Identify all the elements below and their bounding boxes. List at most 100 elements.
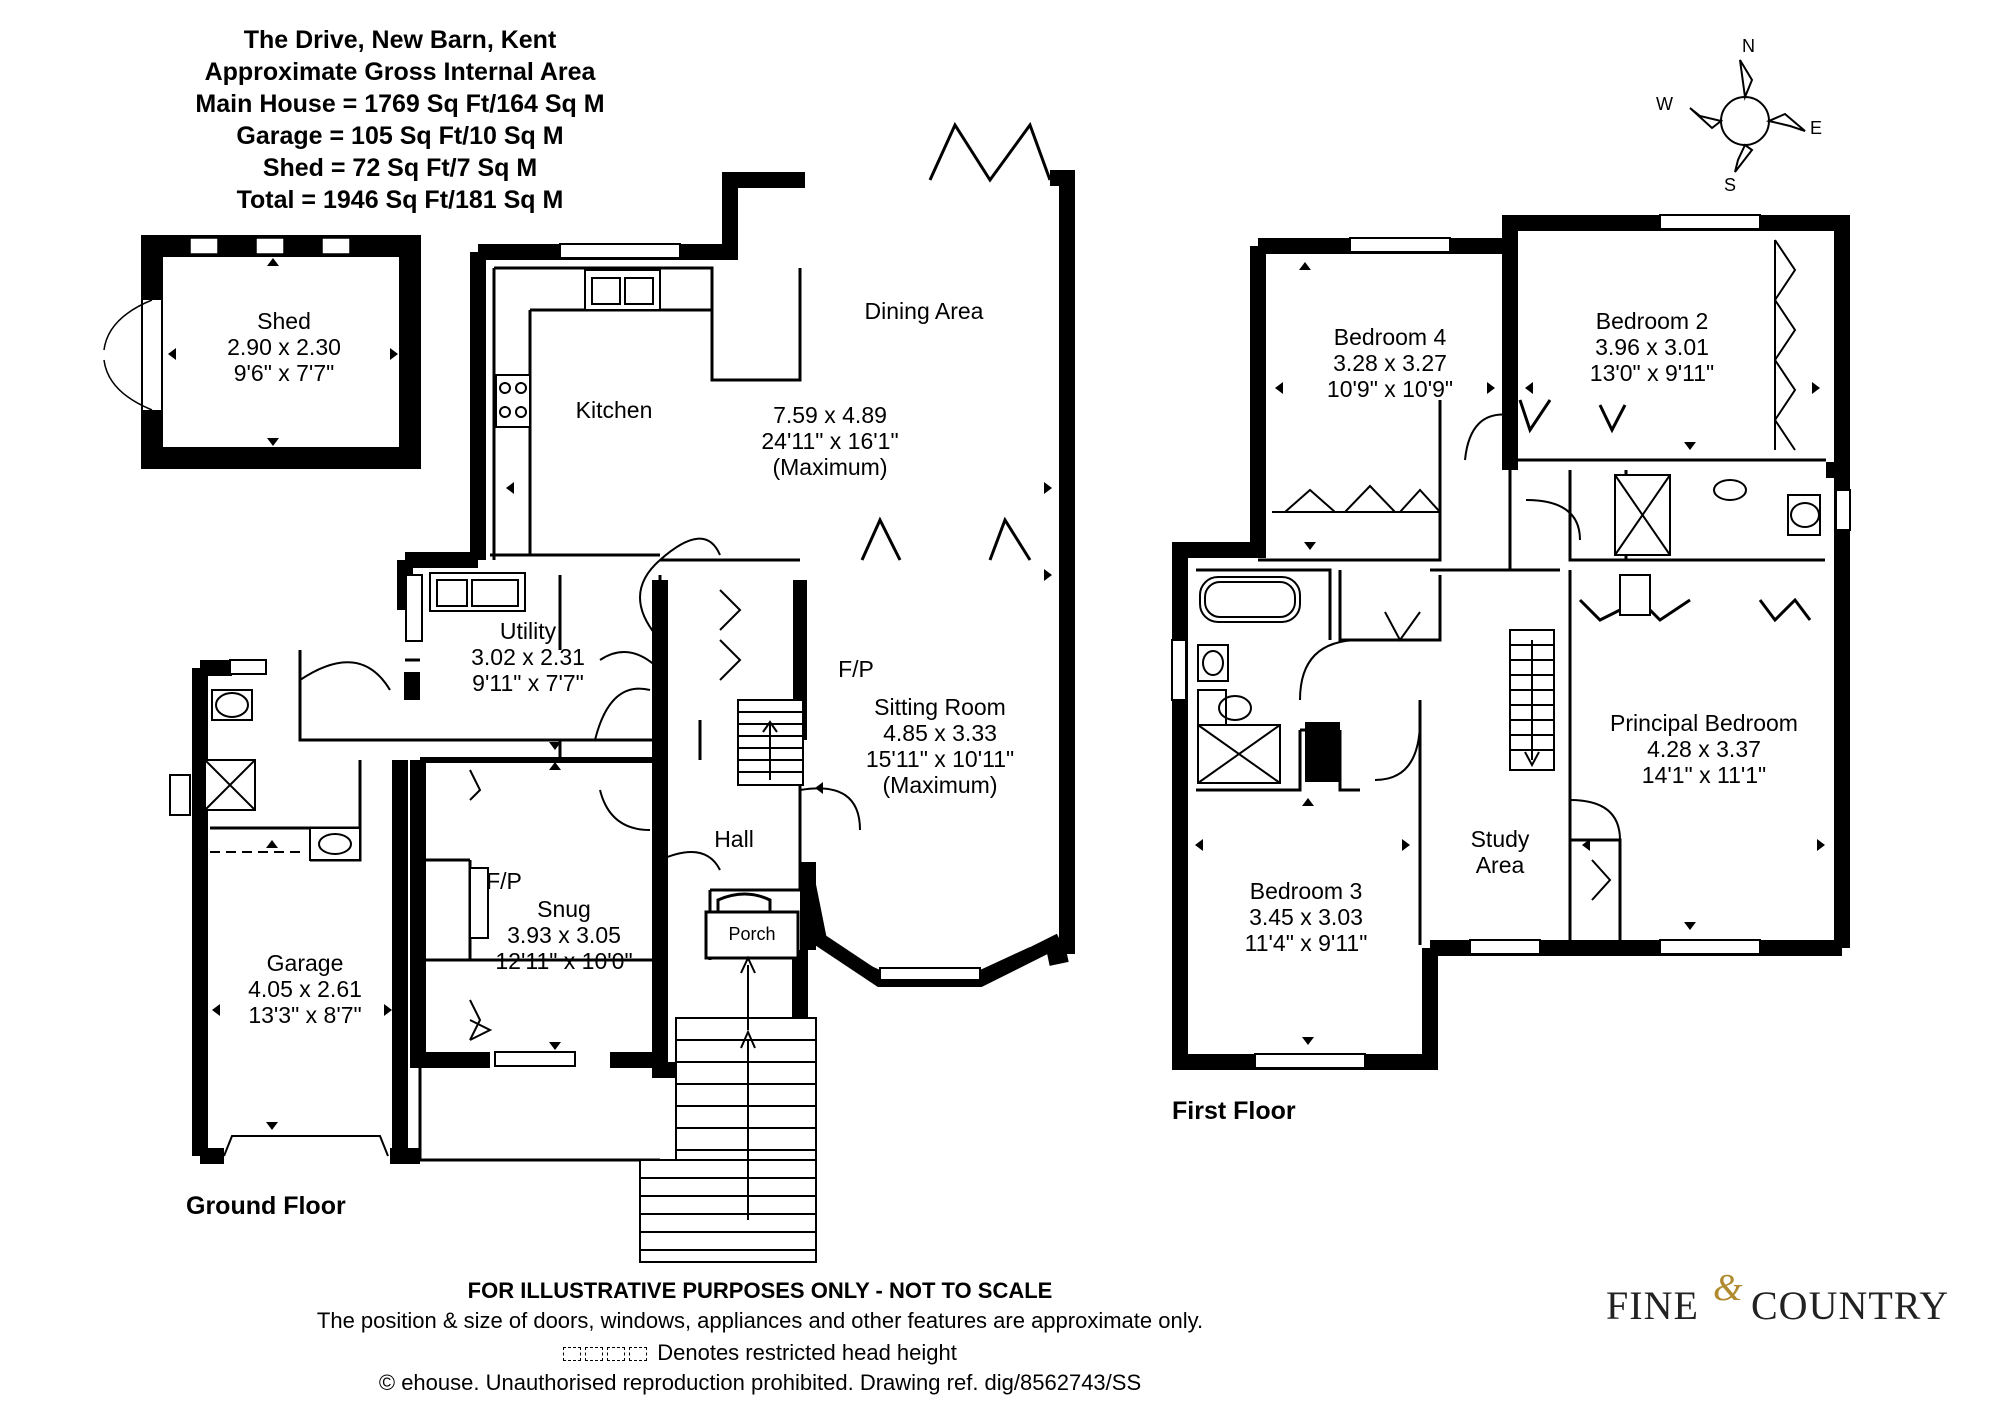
first-floor-interior (1196, 399, 1826, 948)
ground-wc (204, 689, 361, 861)
restricted-height-swatch (563, 1347, 582, 1362)
bedroom2-wardrobe (1773, 239, 1797, 451)
room-name: Bedroom 2 (1595, 308, 1709, 334)
room-imperial: 9'11" x 7'7" (472, 670, 584, 696)
room-name: Porch (728, 924, 776, 944)
disclaimer-text: The position & size of doors, windows, a… (316, 1308, 1204, 1333)
room-name: Snug (537, 896, 591, 922)
room-shed: Shed 2.90 x 2.30 9'6" x 7'7" (227, 308, 341, 386)
garage-area: Garage = 105 Sq Ft/10 Sq M (236, 122, 564, 150)
restricted-height-swatch (607, 1347, 626, 1362)
room-imperial: 13'3" x 8'7" (248, 1002, 362, 1028)
room-name: Sitting Room (874, 694, 1006, 720)
room-metric: 3.28 x 3.27 (1333, 350, 1447, 376)
area-summary: The Drive, New Barn, Kent Approximate Gr… (170, 24, 630, 216)
room-name: Principal Bedroom (1610, 710, 1798, 736)
room-note: (Maximum) (882, 772, 998, 798)
restricted-height-swatch (585, 1347, 604, 1362)
copyright-text: © ehouse. Unauthorised reproduction proh… (378, 1370, 1142, 1395)
room-metric: 3.02 x 2.31 (471, 644, 585, 670)
first-floor-label: First Floor (1172, 1097, 1296, 1125)
room-name: Shed (257, 308, 311, 334)
room-snug: Snug 3.93 x 3.05 12'11" x 10'0" (495, 896, 632, 974)
snug-fireplace-label: F/P (486, 868, 522, 894)
property-address: The Drive, New Barn, Kent (243, 26, 557, 54)
room-metric: 4.28 x 3.37 (1647, 736, 1761, 762)
fireplace-label: F/P (838, 656, 874, 682)
garage-door (210, 851, 389, 1157)
front-steps (639, 955, 817, 1263)
bifold-doors (860, 121, 1052, 561)
room-metric: 7.59 x 4.89 (773, 402, 887, 428)
restricted-height-swatch (629, 1347, 648, 1362)
restricted-height-text: Denotes restricted head height (657, 1340, 957, 1365)
compass-north: N (1742, 36, 1755, 56)
room-name: Hall (714, 826, 754, 852)
first-floor-bathroom (1197, 576, 1340, 784)
room-sitting: Sitting Room 4.85 x 3.33 15'11" x 10'11"… (866, 694, 1014, 798)
first-floor-windows (1171, 214, 1851, 1069)
room-name: Garage (266, 950, 344, 976)
room-imperial: 14'1" x 11'1" (1641, 762, 1767, 788)
room-study-area: Study Area (1471, 826, 1530, 878)
room-metric: 3.45 x 3.03 (1249, 904, 1363, 930)
room-name-line1: Study (1470, 826, 1530, 852)
room-metric: 2.90 x 2.30 (227, 334, 341, 360)
sitting-bay (801, 878, 1064, 987)
room-name: Bedroom 4 (1333, 324, 1447, 350)
room-imperial: 9'6" x 7'7" (233, 360, 335, 386)
room-name: Utility (499, 618, 557, 644)
room-principal-bedroom: Principal Bedroom 4.28 x 3.37 14'1" x 11… (1610, 710, 1798, 788)
room-kitchen: Kitchen (576, 397, 653, 423)
snug-fireplace (469, 867, 489, 939)
kitchen-dining-dimensions: 7.59 x 4.89 24'11" x 16'1" (Maximum) (761, 402, 898, 480)
room-hall: Hall (714, 826, 754, 852)
fine-and-country-logo: FINE & COUNTRY (1606, 1267, 1950, 1350)
shed-area: Shed = 72 Sq Ft/7 Sq M (262, 154, 538, 182)
room-name: Dining Area (864, 298, 984, 324)
room-metric: 4.85 x 3.33 (883, 720, 997, 746)
room-bedroom-4: Bedroom 4 3.28 x 3.27 10'9" x 10'9" (1327, 324, 1453, 402)
main-house-area: Main House = 1769 Sq Ft/164 Sq M (195, 90, 605, 118)
first-floor-stairs (1509, 629, 1555, 771)
bedroom4-wardrobe (1272, 484, 1441, 513)
room-bedroom-3: Bedroom 3 3.45 x 3.03 11'4" x 9'11" (1245, 878, 1368, 956)
logo-ampersand: & (1713, 1267, 1744, 1309)
shed-walls (103, 235, 421, 469)
room-imperial: 24'11" x 16'1" (761, 428, 899, 454)
room-imperial: 13'0" x 9'11" (1589, 360, 1715, 386)
compass-west: W (1656, 94, 1673, 114)
area-heading: Approximate Gross Internal Area (204, 58, 596, 86)
room-dining-area: Dining Area (865, 298, 984, 324)
room-name: Bedroom 3 (1249, 878, 1363, 904)
room-metric: 3.96 x 3.01 (1595, 334, 1709, 360)
logo-word-country: COUNTRY (1751, 1283, 1950, 1328)
room-imperial: 15'11" x 10'11" (865, 746, 1015, 772)
ground-floor-label: Ground Floor (186, 1192, 346, 1220)
ground-doors (299, 537, 861, 1041)
total-area: Total = 1946 Sq Ft/181 Sq M (236, 186, 564, 214)
room-utility: Utility 3.02 x 2.31 9'11" x 7'7" (471, 618, 585, 696)
room-imperial: 10'9" x 10'9" (1326, 376, 1454, 402)
room-garage: Garage 4.05 x 2.61 13'3" x 8'7" (248, 950, 362, 1028)
hall-stairs (737, 699, 804, 786)
kitchen-fittings (429, 269, 661, 612)
compass-rose (1689, 59, 1806, 173)
fireplace-label: F/P (486, 868, 522, 894)
room-metric: 4.05 x 2.61 (248, 976, 362, 1002)
sitting-fireplace-label: F/P (838, 656, 874, 682)
compass-south: S (1724, 175, 1737, 195)
dimension-markers (168, 258, 1825, 1130)
disclaimer-heading: FOR ILLUSTRATIVE PURPOSES ONLY - NOT TO … (467, 1278, 1053, 1303)
ensuite (1614, 474, 1821, 556)
restricted-height-legend: Denotes restricted head height (260, 1340, 1260, 1366)
porch (704, 892, 800, 960)
room-metric: 3.93 x 3.05 (507, 922, 621, 948)
compass-east: E (1810, 118, 1823, 138)
room-imperial: 12'11" x 10'0" (495, 948, 633, 974)
room-note: (Maximum) (772, 454, 888, 480)
room-imperial: 11'4" x 9'11" (1244, 930, 1368, 956)
logo-word-fine: FINE (1606, 1283, 1699, 1328)
room-bedroom-2: Bedroom 2 3.96 x 3.01 13'0" x 9'11" (1590, 308, 1714, 386)
